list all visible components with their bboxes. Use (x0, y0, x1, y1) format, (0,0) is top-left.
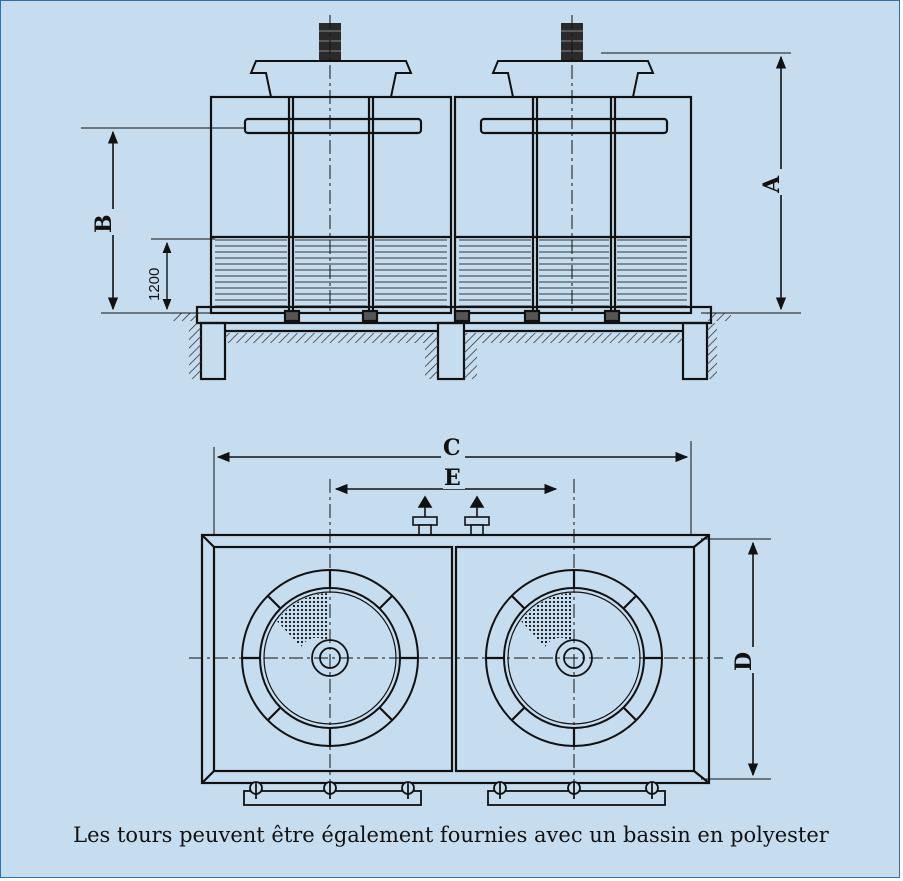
dimension-d: D (701, 538, 771, 780)
label-e: E (444, 465, 461, 491)
tower-casing-right (453, 95, 693, 315)
fan-stack-right (473, 60, 678, 98)
label-d: D (731, 652, 757, 671)
label-a: A (759, 175, 785, 194)
figure-caption: Les tours peuvent être également fournie… (73, 823, 829, 847)
label-c: C (443, 435, 461, 461)
plan-view: C E D (189, 435, 771, 806)
water-inlets (412, 495, 490, 536)
dimension-a: A (601, 52, 801, 314)
dimension-1200: 1200 (146, 238, 215, 311)
tower-casing-left (209, 95, 453, 315)
dimension-e: E (334, 465, 558, 495)
plan-outer-frame (200, 533, 711, 785)
dimension-b: B (81, 127, 245, 314)
fan-stack-left (231, 60, 436, 98)
ground-hatching (173, 313, 731, 379)
label-b: B (91, 214, 117, 233)
elevation-view: A B 1200 (81, 15, 801, 381)
plan-center-lines (189, 479, 723, 797)
pipe-manifolds (243, 781, 666, 806)
dimension-c: C (213, 435, 692, 535)
label-basin-height: 1200 (146, 268, 163, 301)
